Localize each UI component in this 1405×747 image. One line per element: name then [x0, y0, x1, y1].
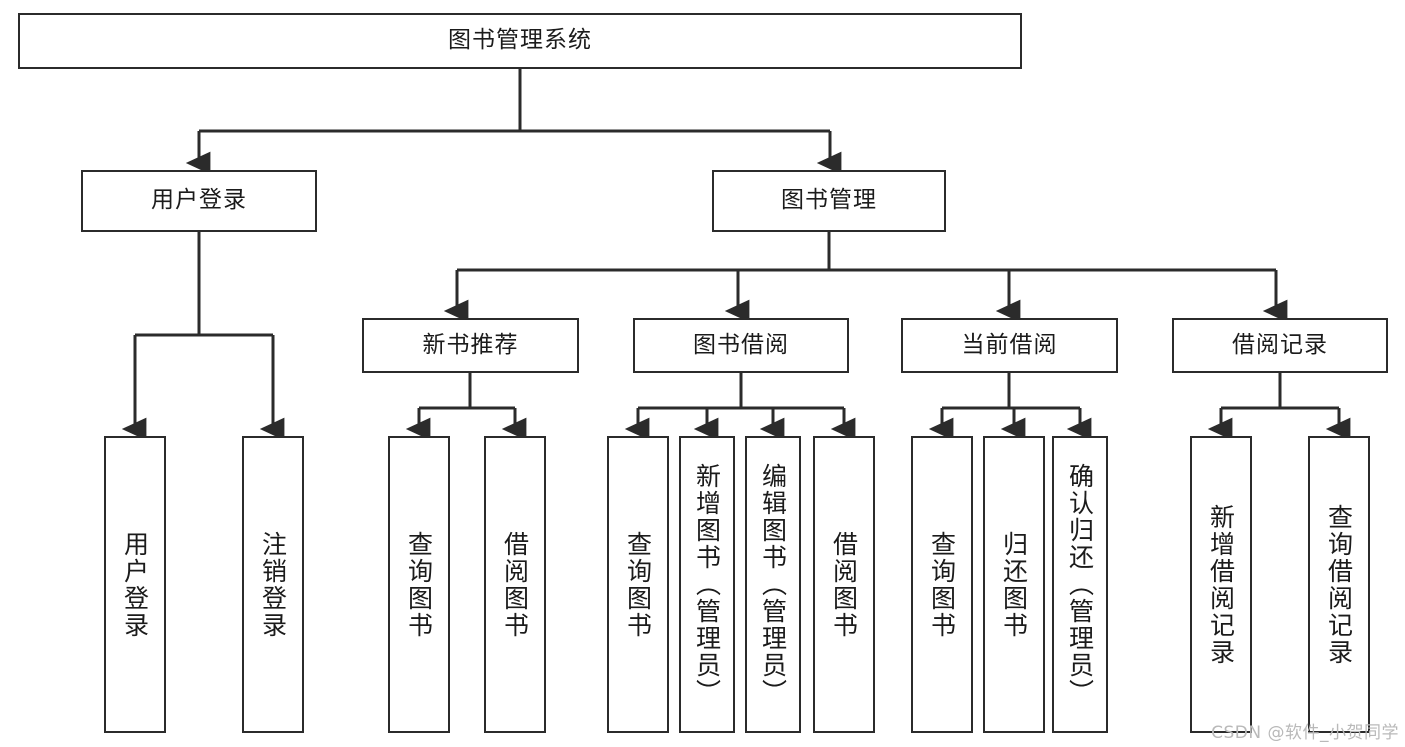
node-cb-query[interactable]: 查询图书	[911, 436, 973, 733]
csdn-watermark: CSDN @软件_小贺同学	[1211, 723, 1399, 743]
node-br-add-label: 新增借阅记录	[1206, 503, 1236, 666]
node-cb-return-label: 归还图书	[999, 530, 1029, 639]
node-current-borrow-label: 当前借阅	[961, 331, 1058, 358]
node-borrow-record-label: 借阅记录	[1232, 331, 1328, 358]
node-root-label: 图书管理系统	[448, 27, 592, 54]
node-book-manage-label: 图书管理	[781, 187, 877, 214]
node-cb-confirm[interactable]: 确认归还（管理员）	[1052, 436, 1108, 733]
node-new-book-rec[interactable]: 新书推荐	[362, 318, 579, 373]
node-bb-query[interactable]: 查询图书	[607, 436, 669, 733]
node-br-query[interactable]: 查询借阅记录	[1308, 436, 1370, 733]
node-user-logout-leaf[interactable]: 注销登录	[242, 436, 304, 733]
node-user-login-leaf-label: 用户登录	[120, 530, 150, 639]
node-br-query-label: 查询借阅记录	[1324, 503, 1354, 666]
node-borrow-record[interactable]: 借阅记录	[1172, 318, 1388, 373]
node-user-login-label: 用户登录	[151, 187, 247, 214]
node-new-book-rec-label: 新书推荐	[422, 331, 519, 358]
node-user-login-leaf[interactable]: 用户登录	[104, 436, 166, 733]
node-bb-query-label: 查询图书	[623, 530, 653, 639]
node-book-manage[interactable]: 图书管理	[712, 170, 946, 232]
node-user-logout-leaf-label: 注销登录	[258, 530, 288, 639]
node-cb-return[interactable]: 归还图书	[983, 436, 1045, 733]
node-book-borrow-label: 图书借阅	[693, 331, 789, 358]
node-bb-borrow[interactable]: 借阅图书	[813, 436, 875, 733]
node-cb-confirm-label: 确认归还（管理员）	[1065, 463, 1095, 706]
node-bb-edit-label: 编辑图书（管理员）	[758, 463, 788, 706]
node-br-add[interactable]: 新增借阅记录	[1190, 436, 1252, 733]
node-bb-borrow-label: 借阅图书	[829, 530, 859, 639]
node-root[interactable]: 图书管理系统	[18, 13, 1022, 69]
node-user-login[interactable]: 用户登录	[81, 170, 317, 232]
node-nbr-borrow-label: 借阅图书	[500, 530, 530, 639]
node-book-borrow[interactable]: 图书借阅	[633, 318, 849, 373]
node-bb-add[interactable]: 新增图书（管理员）	[679, 436, 735, 733]
node-current-borrow[interactable]: 当前借阅	[901, 318, 1118, 373]
node-nbr-borrow[interactable]: 借阅图书	[484, 436, 546, 733]
node-nbr-query-label: 查询图书	[404, 530, 434, 639]
node-nbr-query[interactable]: 查询图书	[388, 436, 450, 733]
node-bb-add-label: 新增图书（管理员）	[692, 463, 722, 706]
node-cb-query-label: 查询图书	[927, 530, 957, 639]
node-bb-edit[interactable]: 编辑图书（管理员）	[745, 436, 801, 733]
